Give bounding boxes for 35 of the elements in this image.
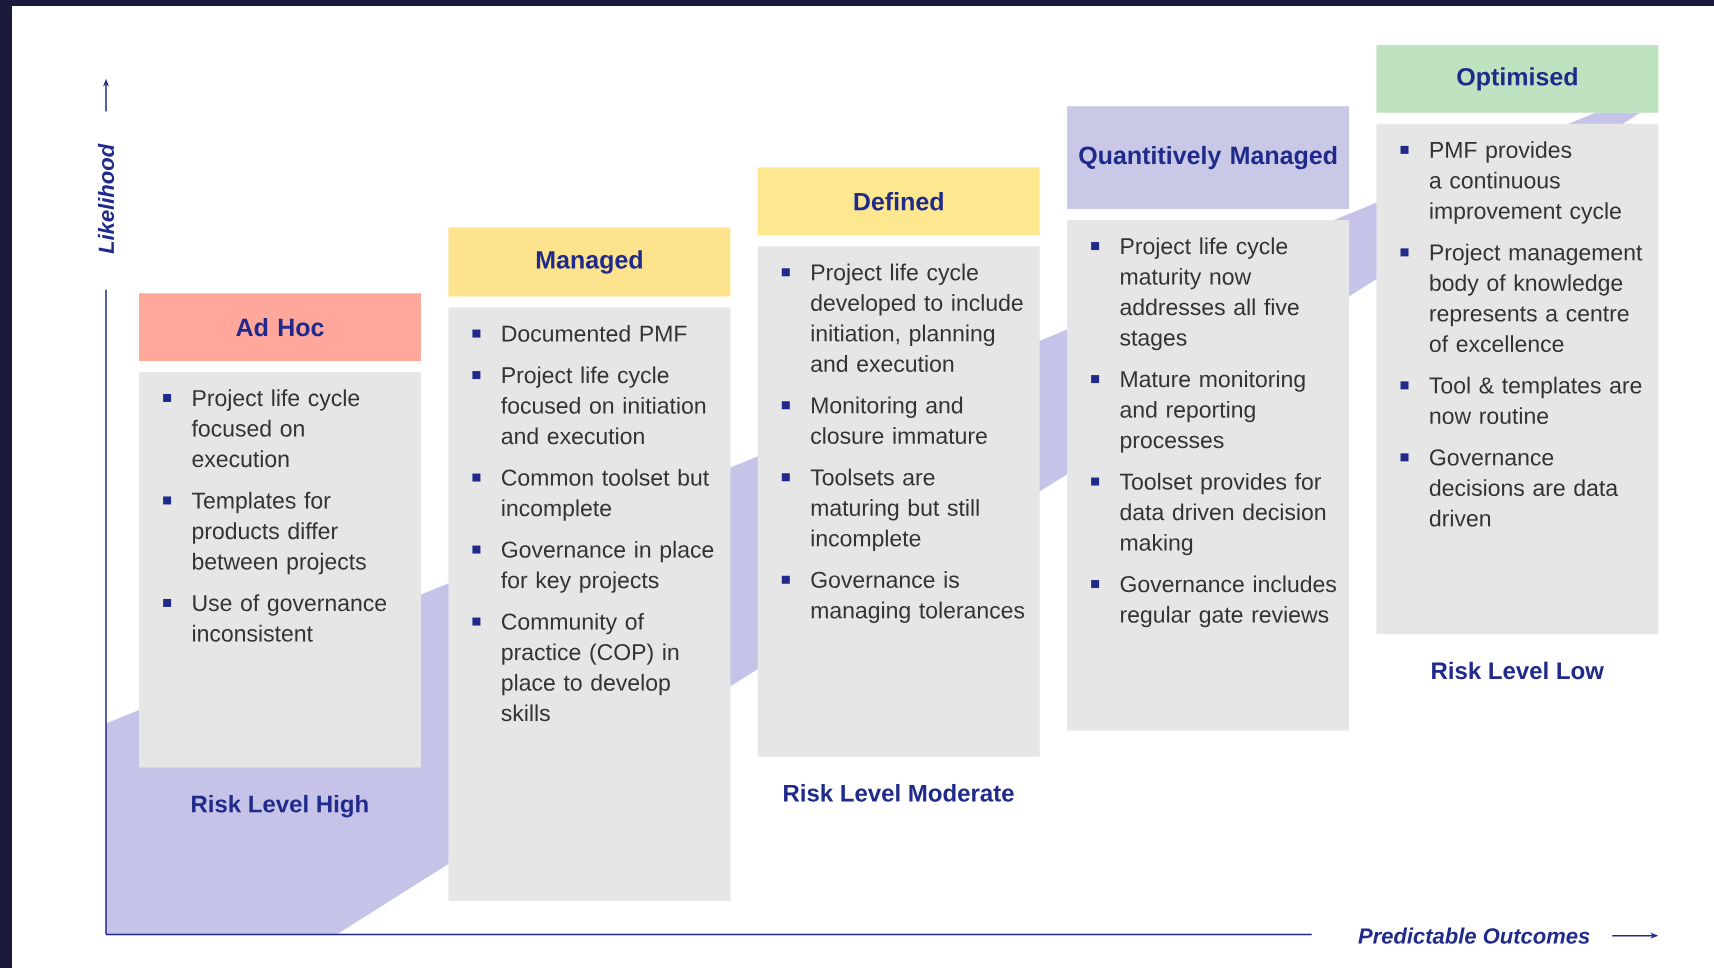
bullet-text: Tool & templates are now routine <box>1429 376 1642 425</box>
bullet-text: Project life cycle focused on initiation and execution <box>501 366 706 445</box>
bullet-text: Governance decisions are data driven <box>1429 449 1619 527</box>
bullet-text: Project management body of knowledge represents a centre of excellence <box>1429 243 1643 353</box>
bullet-text: Templates for products differ between projects <box>192 491 366 575</box>
stage-header: Defined <box>757 167 1040 236</box>
stage-header: Managed <box>448 227 731 297</box>
bullet-text: Mature monitoring and reporting processes <box>1120 370 1305 453</box>
bullet-text: Project life cycle developed to include initiation, planning and execution <box>811 263 1023 372</box>
axis-label: Predictable Outcomes <box>1358 927 1590 944</box>
risk-level-label: Risk Level High <box>192 794 368 818</box>
bullet-text: PMF provides a continuous improvement cycle <box>1429 141 1621 224</box>
stage-header: Quantitively Managed <box>1067 106 1350 209</box>
bullet-text: Toolsets are maturing but still incomplete <box>810 468 979 552</box>
stage-card <box>757 246 1040 757</box>
bullet-text: Governance is managing tolerances <box>811 571 1025 624</box>
stage-header: Ad Hoc <box>139 293 421 361</box>
risk-level-label: Risk Level Low <box>1432 661 1604 680</box>
bullet-text: Project life cycle focused on execution <box>191 389 360 468</box>
bullet-text: Project life cycle maturity now addresses all five stages <box>1120 237 1299 351</box>
stage-card <box>1067 219 1350 731</box>
bullet-text: Governance includes regular gate reviews <box>1120 575 1336 628</box>
stage-header: Optimised <box>1376 45 1659 113</box>
bullet-text: Monitoring and closure immature <box>811 396 987 444</box>
bullet-text: Community of practice (COP) in place to develop skills <box>501 612 679 722</box>
bullet-text: Documented PMF <box>502 324 687 342</box>
axis-label: Likelihood <box>97 143 115 254</box>
bullet-text: Governance in place for key projects <box>501 540 714 593</box>
bullet-text: Use of governance inconsistent <box>193 594 387 642</box>
stage-card <box>1376 123 1659 635</box>
stage-card <box>139 371 421 768</box>
stage-card <box>448 307 731 901</box>
risk-level-label: Risk Level Moderate <box>784 784 1014 802</box>
bullet-text: Common toolset but incomplete <box>501 468 709 521</box>
bullet-text: Toolset provides for data driven decision making <box>1120 472 1326 556</box>
